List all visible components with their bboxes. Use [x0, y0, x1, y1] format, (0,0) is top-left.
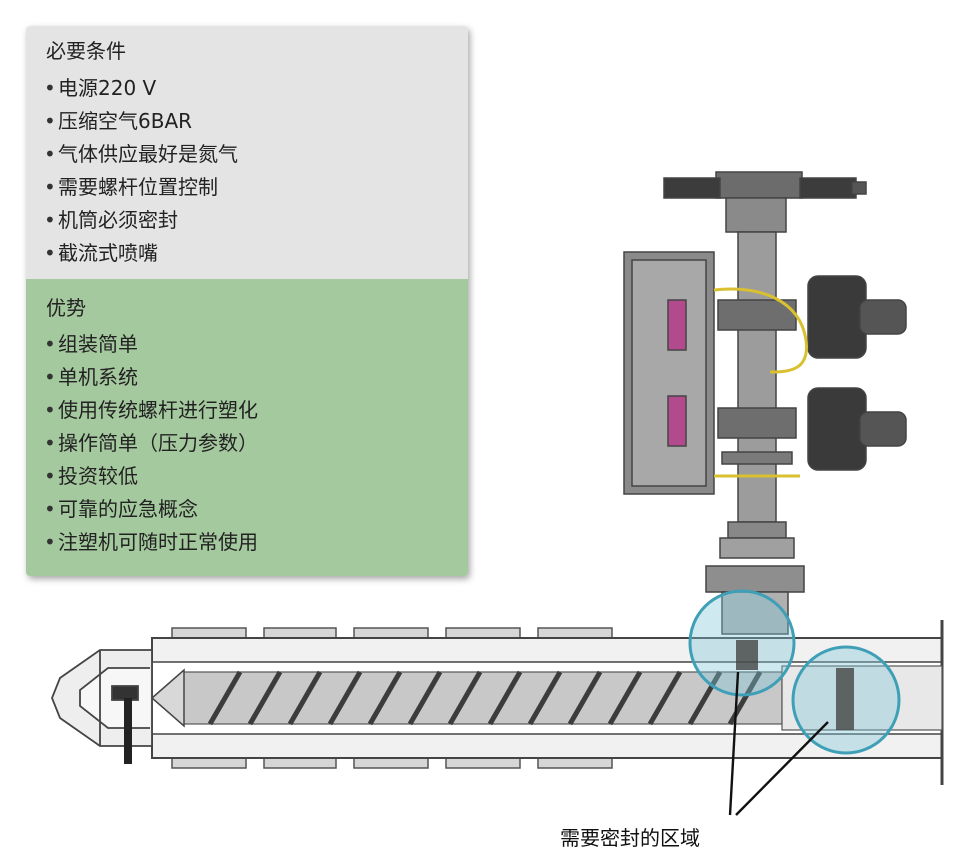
list-item: •投资较低: [44, 464, 138, 488]
callout-leaders: [728, 671, 829, 816]
seal-zone-label: 需要密封的区域: [560, 826, 700, 850]
seal-zones: [688, 589, 901, 755]
list-item: •单机系统: [44, 365, 138, 389]
requirements-title: 必要条件: [46, 39, 126, 63]
list-item: •可靠的应急概念: [44, 497, 198, 521]
list-item: •组装简单: [44, 332, 138, 356]
list-item: •使用传统螺杆进行塑化: [44, 398, 258, 422]
shutoff-nozzle: [51, 649, 153, 764]
list-item: •电源220 V: [44, 76, 157, 100]
list-item: •气体供应最好是氮气: [44, 142, 238, 166]
list-item: •需要螺杆位置控制: [44, 175, 218, 199]
requirements-list: •电源220 V •压缩空气6BAR •气体供应最好是氮气 •需要螺杆位置控制 …: [44, 75, 238, 273]
list-item: •操作简单（压力参数）: [44, 431, 258, 455]
advantages-section: 优势 •组装简单 •单机系统 •使用传统螺杆进行塑化 •操作简单（压力参数） •…: [26, 279, 468, 576]
list-item: •注塑机可随时正常使用: [44, 530, 258, 554]
list-item: •机筒必须密封: [44, 208, 178, 232]
info-panel: 必要条件 •电源220 V •压缩空气6BAR •气体供应最好是氮气 •需要螺杆…: [26, 26, 468, 576]
advantages-list: •组装简单 •单机系统 •使用传统螺杆进行塑化 •操作简单（压力参数） •投资较…: [44, 331, 258, 562]
list-item: •截流式喷嘴: [44, 241, 158, 265]
gas-dosing-station: [623, 171, 907, 635]
advantages-title: 优势: [46, 296, 86, 320]
screw: [150, 665, 943, 731]
requirements-section: 必要条件 •电源220 V •压缩空气6BAR •气体供应最好是氮气 •需要螺杆…: [26, 26, 468, 279]
list-item: •压缩空气6BAR: [44, 109, 193, 133]
